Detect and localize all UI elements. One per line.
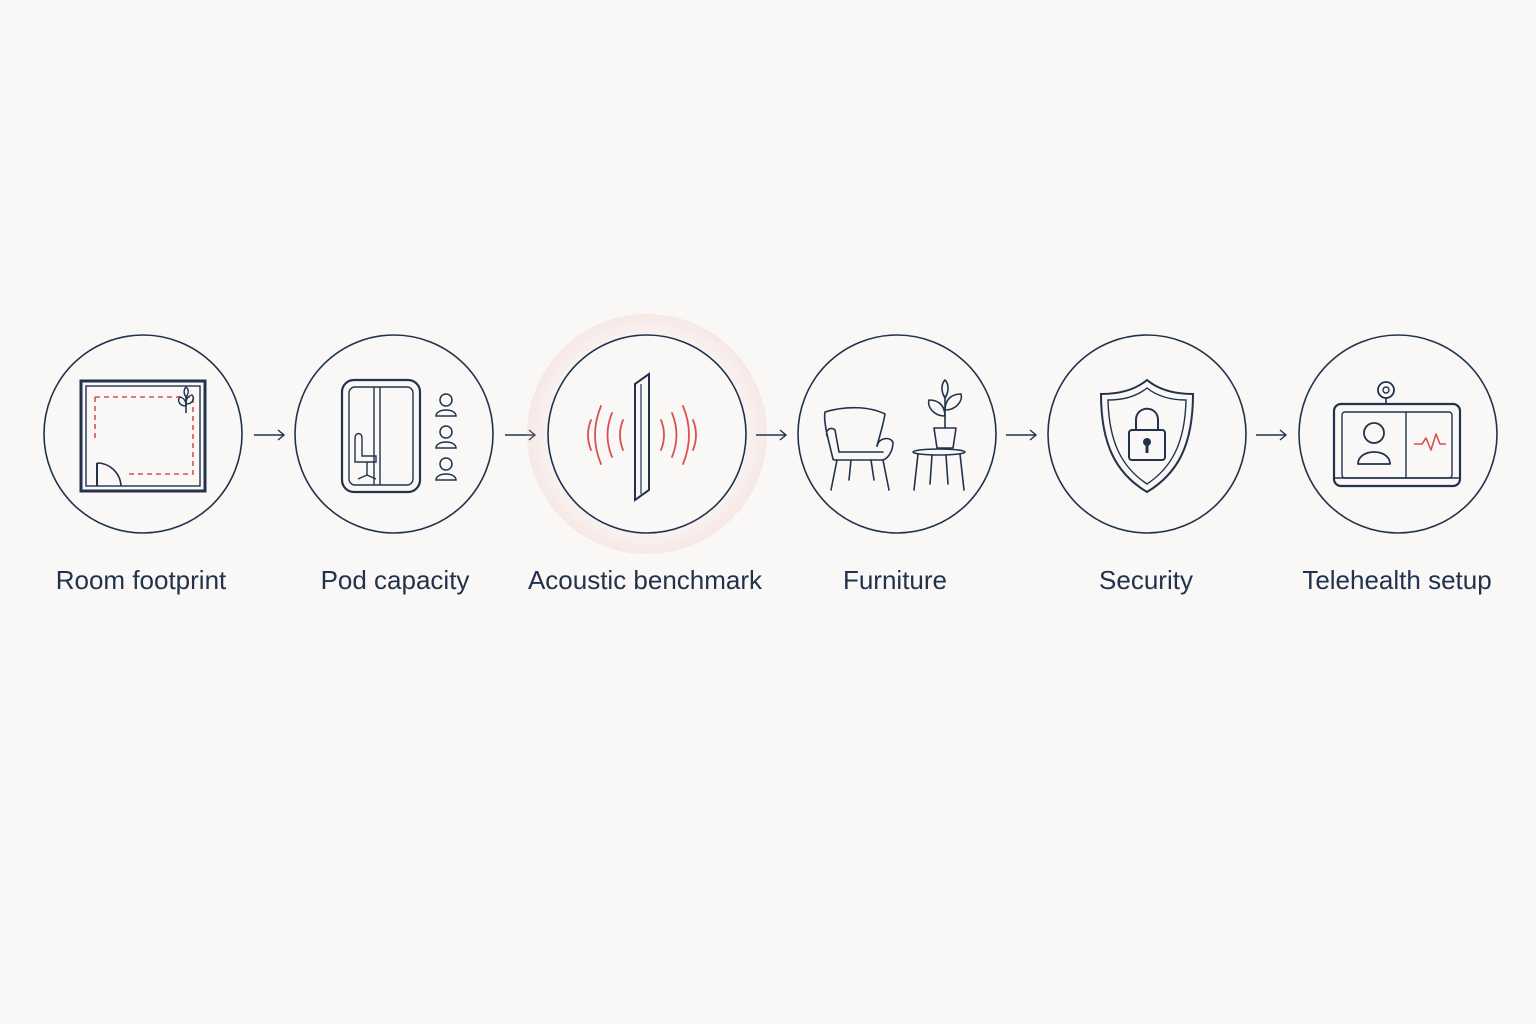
step-label-furniture: Furniture: [842, 565, 948, 595]
arrow-right-icon: [252, 426, 288, 444]
step-security: [1047, 334, 1247, 534]
floor-plan-icon: [43, 334, 243, 534]
step-label-pod-capacity: Pod capacity: [320, 565, 470, 595]
arrow-right-icon: [503, 426, 539, 444]
step-acoustic-benchmark: [527, 314, 767, 554]
step-label-telehealth-setup: Telehealth setup: [1302, 565, 1492, 595]
step-telehealth-setup: [1298, 334, 1498, 534]
step-label-acoustic-benchmark: Acoustic benchmark: [527, 565, 763, 595]
step-pod-capacity: [294, 334, 494, 534]
chair-table-icon: [797, 334, 997, 534]
video-call-monitor-icon: [1298, 334, 1498, 534]
step-room-footprint: [43, 334, 243, 534]
booth-capacity-icon: [294, 334, 494, 534]
shield-lock-icon: [1047, 334, 1247, 534]
arrow-right-icon: [754, 426, 790, 444]
step-label-room-footprint: Room footprint: [55, 565, 227, 595]
sound-panel-icon: [547, 334, 747, 534]
arrow-right-icon: [1004, 426, 1040, 444]
step-furniture: [797, 334, 997, 534]
step-label-security: Security: [1099, 565, 1193, 595]
arrow-right-icon: [1254, 426, 1290, 444]
